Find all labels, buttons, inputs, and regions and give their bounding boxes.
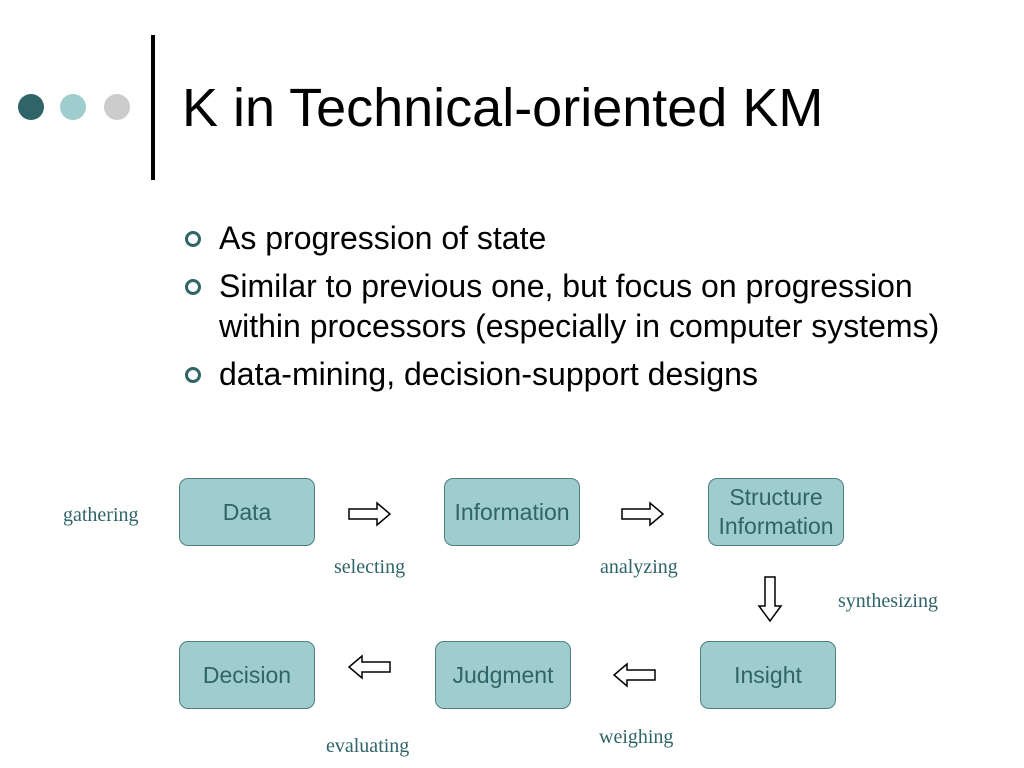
node-structure-information: Structure Information <box>708 478 844 546</box>
light-teal-decorative-dot-icon <box>60 94 86 120</box>
hollow-circle-bullet-icon <box>185 279 201 295</box>
label-gathering: gathering <box>63 504 139 526</box>
down-arrow-icon <box>757 576 783 623</box>
left-arrow-icon <box>347 654 391 680</box>
hollow-circle-bullet-icon <box>185 231 201 247</box>
label-selecting: selecting <box>334 556 406 578</box>
label-weighing: weighing <box>599 726 674 748</box>
grey-decorative-dot-icon <box>104 94 130 120</box>
dark-teal-decorative-dot-icon <box>18 94 44 120</box>
bullet-text: As progression of state <box>219 220 547 256</box>
right-arrow-icon <box>348 501 392 527</box>
node-structure-information-line-2: Information <box>718 513 834 539</box>
label-synthesizing: synthesizing <box>838 590 938 612</box>
title-divider <box>151 35 155 180</box>
node-structure-information-line-1: Structure <box>729 484 823 510</box>
hollow-circle-bullet-icon <box>185 367 201 383</box>
node-insight: Insight <box>700 641 836 709</box>
right-arrow-icon <box>621 501 665 527</box>
label-evaluating: evaluating <box>326 735 410 757</box>
node-judgment: Judgment <box>435 641 571 709</box>
node-decision: Decision <box>179 641 315 709</box>
bullet-item-progression-of-state: As progression of state <box>184 218 974 258</box>
bullet-item-processors: Similar to previous one, but focus on pr… <box>184 266 974 346</box>
bullet-item-designs: data-mining, decision-support designs <box>184 354 974 394</box>
node-data: Data <box>179 478 315 546</box>
left-arrow-icon <box>612 662 656 688</box>
slide-title: K in Technical-oriented KM <box>182 78 824 138</box>
label-analyzing: analyzing <box>600 556 678 578</box>
bullet-list: As progression of state Similar to previ… <box>184 218 974 402</box>
bullet-text: data-mining, decision-support designs <box>219 356 758 392</box>
node-information: Information <box>444 478 580 546</box>
bullet-text: Similar to previous one, but focus on pr… <box>219 268 940 344</box>
